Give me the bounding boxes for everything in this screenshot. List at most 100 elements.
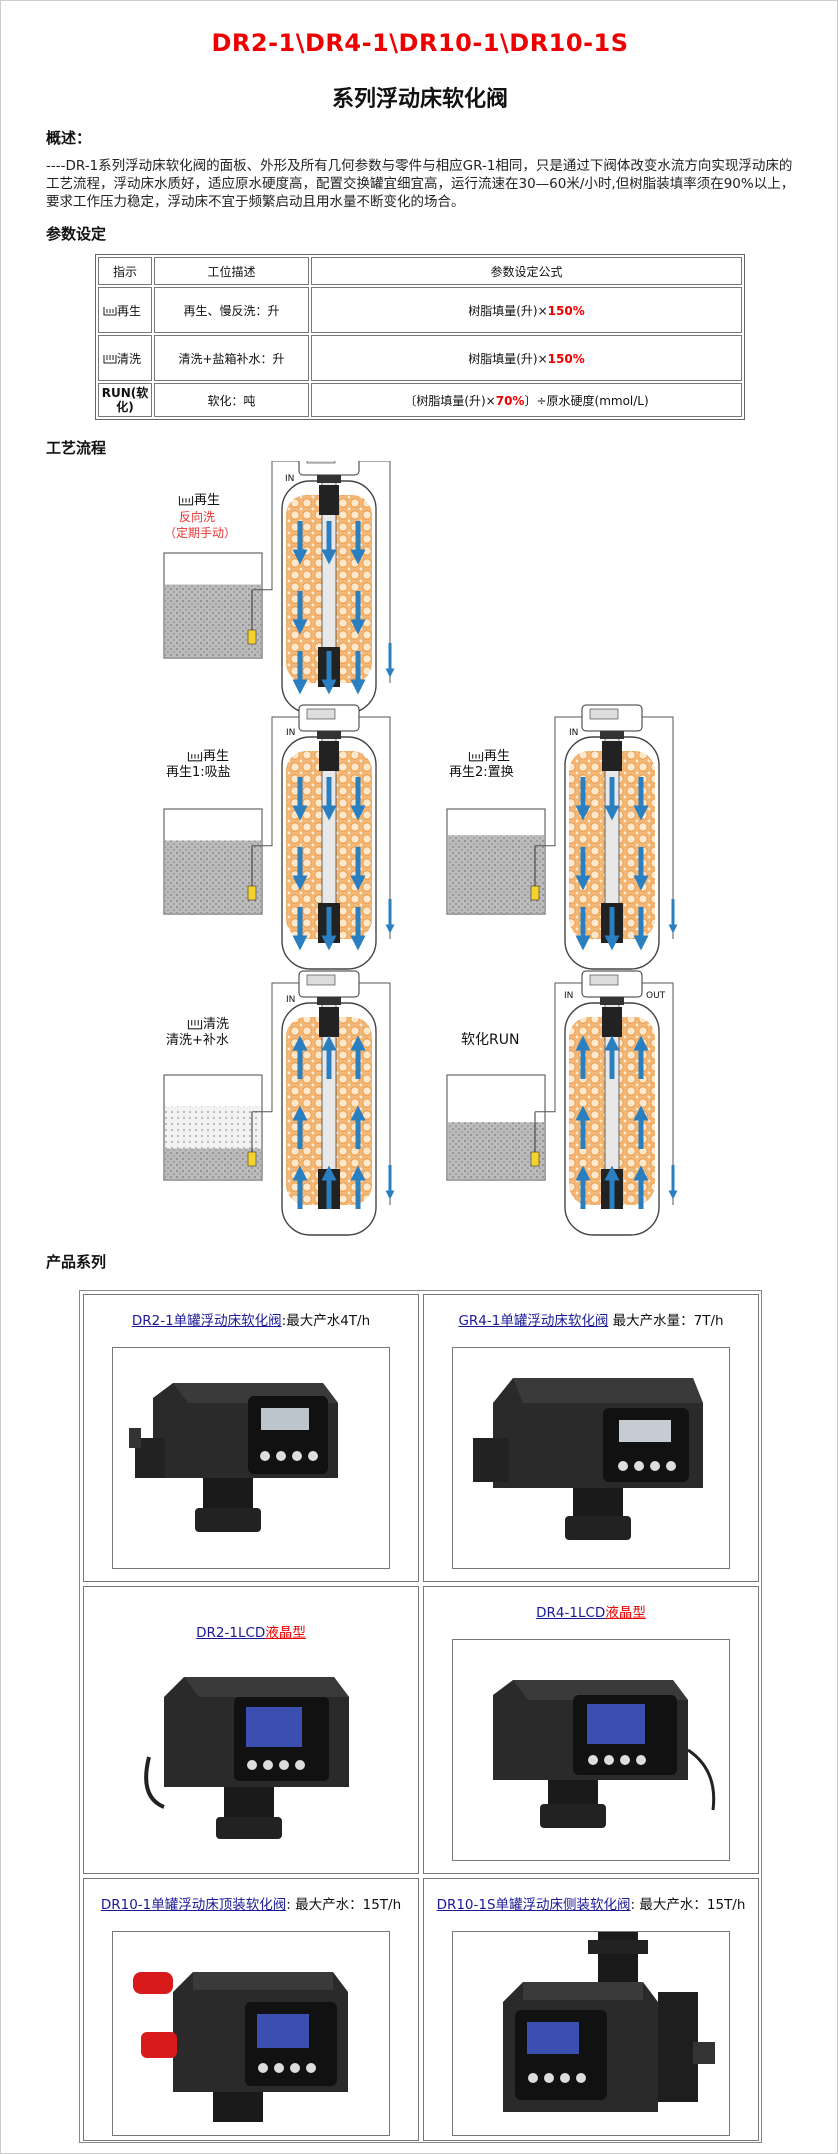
product-link[interactable]: DR2-1单罐浮动床软化阀: [131, 1313, 282, 1329]
product-suffix: 液晶型: [265, 1625, 306, 1641]
product-link[interactable]: DR4-1LCD: [536, 1605, 606, 1621]
product-card: GR4-1单罐浮动床软化阀 最大产水量：7T/h: [423, 1294, 759, 1582]
valve-image: [133, 1972, 348, 2122]
stage1-icon-label: 再生: [194, 493, 221, 508]
brine-fill: [165, 840, 261, 913]
stage3-in: IN: [569, 728, 579, 738]
page-title-models: DR2-1\DR4-1\DR10-1\DR10-1S: [211, 29, 629, 57]
upper-distributor: [319, 1007, 339, 1037]
indicator-label: 再生: [117, 303, 142, 318]
formula-text: 树脂填量(升)×: [468, 303, 548, 318]
stage3-icon-label: 再生: [484, 749, 511, 764]
products-heading: 产品系列: [46, 1253, 107, 1271]
upper-distributor: [602, 741, 622, 771]
formula-cell: 树脂填量(升)×150%: [311, 335, 742, 381]
valve-display: [306, 974, 336, 986]
col-header-desc: 工位描述: [154, 257, 309, 285]
stage5-out: OUT: [646, 991, 666, 1001]
valve-neck: [600, 997, 624, 1005]
upper-distributor: [319, 741, 339, 771]
float-valve: [247, 885, 257, 901]
brine-fill: [448, 1122, 544, 1179]
overview-heading: 概述：: [46, 129, 92, 147]
valve-display: [589, 708, 619, 720]
regen-icon: [103, 306, 117, 315]
desc-cell: 再生、慢反洗：升: [154, 287, 309, 333]
valve-neck: [317, 731, 341, 739]
stage2-sub: 再生1:吸盐: [166, 765, 231, 780]
valve-display: [589, 974, 619, 986]
stage2-icon-label: 再生: [203, 749, 230, 764]
upper-distributor: [602, 1007, 622, 1037]
rinse-icon: [103, 354, 117, 363]
product-title: DR2-1LCD液晶型: [84, 1621, 418, 1641]
product-image-frame: [452, 1931, 730, 2136]
stage1-sub2: （定期手动）: [164, 526, 237, 540]
regen-icon: [178, 495, 194, 505]
valve-display: [306, 708, 336, 720]
brine-fill: [165, 1148, 261, 1179]
valve-neck: [317, 475, 341, 483]
params-header-row: 指示 工位描述 参数设定公式: [98, 257, 742, 285]
product-link[interactable]: DR10-1S单罐浮动床侧装软化阀: [436, 1897, 631, 1913]
upper-distributor: [319, 485, 339, 515]
overview-text: ----DR-1系列浮动床软化阀的面板、外形及所有几何参数与零件与相应GR-1相…: [46, 158, 795, 210]
indicator-label: 清洗: [117, 351, 142, 366]
page-title-series: 系列浮动床软化阀: [331, 87, 508, 112]
stage3-label: 再生: [468, 745, 510, 764]
stage4-in: IN: [286, 995, 296, 1005]
product-image-frame: [112, 1347, 390, 1569]
inlet-pipe: [535, 716, 582, 847]
formula-text: 树脂填量(升)×: [468, 351, 548, 366]
valve-image: [129, 1383, 338, 1532]
product-grid: DR2-1单罐浮动床软化阀:最大产水4T/h GR4-1单罐浮动床软化阀 最大产…: [79, 1290, 762, 2143]
col-header-indicator: 指示: [98, 257, 152, 285]
float-valve: [530, 885, 540, 901]
stage1-sub1: 反向洗: [179, 510, 216, 524]
table-row: 清洗 清洗+盐箱补水：升 树脂填量(升)×150%: [98, 335, 742, 381]
indicator-cell: 清洗: [98, 335, 152, 381]
stage5-in: IN: [564, 991, 574, 1001]
product-link[interactable]: GR4-1单罐浮动床软化阀: [458, 1313, 609, 1329]
inlet-pipe: [252, 461, 299, 591]
inlet-pipe: [252, 982, 299, 1113]
product-card: DR10-1S单罐浮动床侧装软化阀: 最大产水：15T/h: [423, 1878, 759, 2141]
rinse-icon: [187, 1019, 203, 1029]
product-spec: : 最大产水：15T/h: [286, 1897, 402, 1913]
product-spec: :最大产水4T/h: [281, 1313, 371, 1329]
indicator-cell: 再生: [98, 287, 152, 333]
formula-highlight: 150%: [547, 351, 585, 366]
product-image: [144, 1657, 364, 1847]
product-image-frame: [452, 1347, 730, 1569]
stage4-label: 清洗: [187, 1013, 229, 1032]
params-heading: 参数设定: [46, 225, 107, 243]
float-valve: [247, 629, 257, 645]
product-title: DR10-1S单罐浮动床侧装软化阀: 最大产水：15T/h: [424, 1893, 758, 1913]
stage1-in: IN: [285, 474, 295, 484]
inlet-pipe: [252, 716, 299, 847]
drain-pipe: [642, 982, 674, 1205]
product-card: DR4-1LCD液晶型: [423, 1586, 759, 1874]
product-link[interactable]: DR10-1单罐浮动床顶装软化阀: [100, 1897, 287, 1913]
params-table: 指示 工位描述 参数设定公式 再生 再生、慢反洗：升 树脂填量(升)×150% …: [95, 254, 745, 420]
stage4-icon-label: 清洗: [203, 1017, 230, 1032]
inlet-pipe: [535, 982, 582, 1113]
float-valve: [247, 1151, 257, 1167]
valve-display: [306, 461, 336, 464]
valve-neck: [317, 997, 341, 1005]
drain-pipe: [359, 461, 391, 683]
drain-pipe: [642, 716, 674, 939]
formula-cell: 树脂填量(升)×150%: [311, 287, 742, 333]
float-valve: [530, 1151, 540, 1167]
indicator-cell: RUN(软化): [98, 383, 152, 417]
stage3-sub: 再生2:置换: [449, 765, 514, 780]
process-diagram: [163, 461, 678, 1236]
valve-image: [503, 1932, 715, 2112]
brine-fill: [165, 584, 261, 657]
product-card: DR2-1LCD液晶型: [83, 1586, 419, 1874]
formula-text-post: 〕÷原水硬度(mmol/L): [524, 393, 649, 408]
formula-cell: 〔树脂填量(升)×70%〕÷原水硬度(mmol/L): [311, 383, 742, 417]
product-link[interactable]: DR2-1LCD: [196, 1625, 266, 1641]
product-spec: 最大产水量：7T/h: [608, 1313, 724, 1329]
brine-fill: [448, 835, 544, 913]
